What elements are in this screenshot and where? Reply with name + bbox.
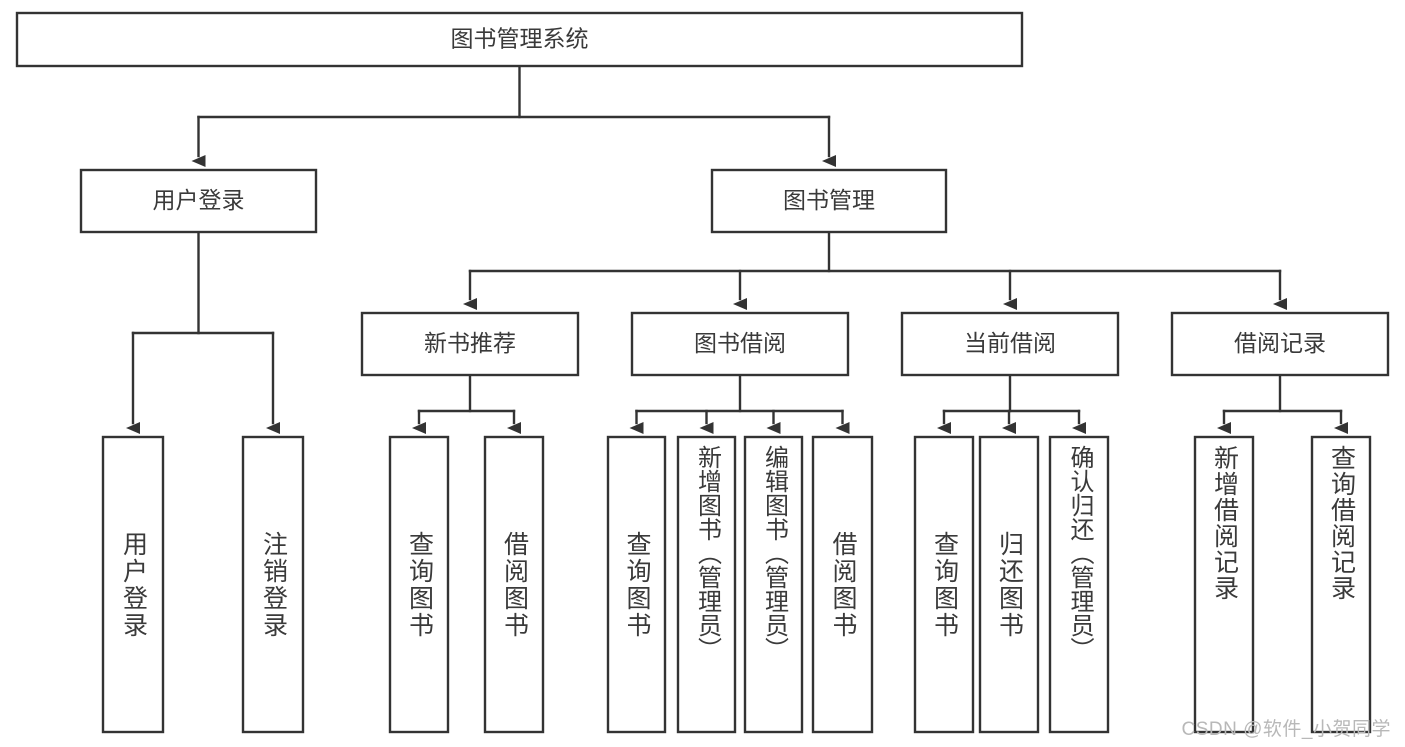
root-node-box[interactable] xyxy=(15,11,1024,68)
node-boxes xyxy=(15,11,1390,734)
level2-node-box[interactable] xyxy=(710,168,948,234)
leaf-node-box[interactable] xyxy=(1310,435,1372,734)
root-node-label: 图书管理系统 xyxy=(451,26,589,52)
watermark-text: CSDN @软件_小贺同学 xyxy=(1181,719,1391,740)
level3-node-label: 图书借阅 xyxy=(694,330,786,356)
leaf-node-box[interactable] xyxy=(606,435,667,734)
leaf-node-box[interactable] xyxy=(1193,435,1255,734)
leaf-node-box[interactable] xyxy=(676,435,737,734)
leaf-node-box[interactable] xyxy=(743,435,804,734)
leaf-node-box[interactable] xyxy=(388,435,450,734)
leaf-node-box[interactable] xyxy=(913,435,975,734)
level3-node-label: 新书推荐 xyxy=(424,330,516,356)
leaf-node-box[interactable] xyxy=(1048,435,1110,734)
level2-node-box[interactable] xyxy=(79,168,318,234)
connector-lines xyxy=(126,64,1348,434)
level3-node-label: 当前借阅 xyxy=(964,330,1056,356)
level3-node-box[interactable] xyxy=(360,311,580,377)
leaf-node-box[interactable] xyxy=(811,435,874,734)
level3-node-box[interactable] xyxy=(1170,311,1390,377)
leaf-node-box[interactable] xyxy=(483,435,545,734)
leaf-node-box[interactable] xyxy=(978,435,1040,734)
level2-node-label: 用户登录 xyxy=(153,187,245,213)
leaf-node-box[interactable] xyxy=(241,435,305,734)
leaf-node-box[interactable] xyxy=(101,435,165,734)
level3-node-box[interactable] xyxy=(900,311,1120,377)
level3-node-box[interactable] xyxy=(630,311,850,377)
level2-node-label: 图书管理 xyxy=(783,187,875,213)
level3-node-label: 借阅记录 xyxy=(1234,330,1326,356)
